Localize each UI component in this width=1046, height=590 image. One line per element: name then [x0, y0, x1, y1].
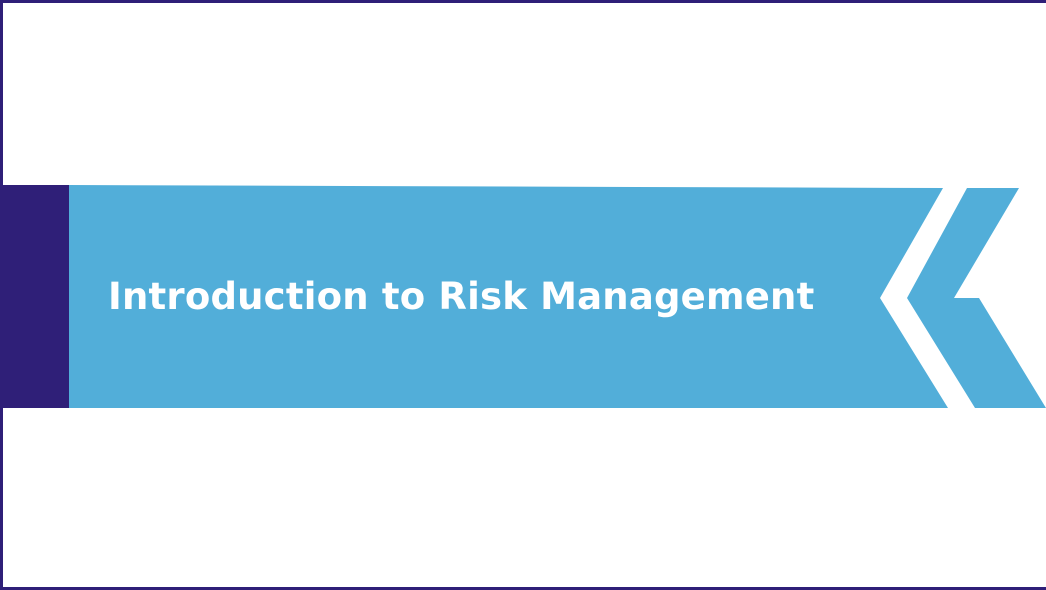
banner-shape: [69, 185, 948, 408]
slide-title: Introduction to Risk Management: [108, 275, 815, 318]
accent-bar: [3, 185, 69, 408]
chevron-left-icon: [907, 188, 1046, 408]
title-banner: [3, 185, 1046, 408]
